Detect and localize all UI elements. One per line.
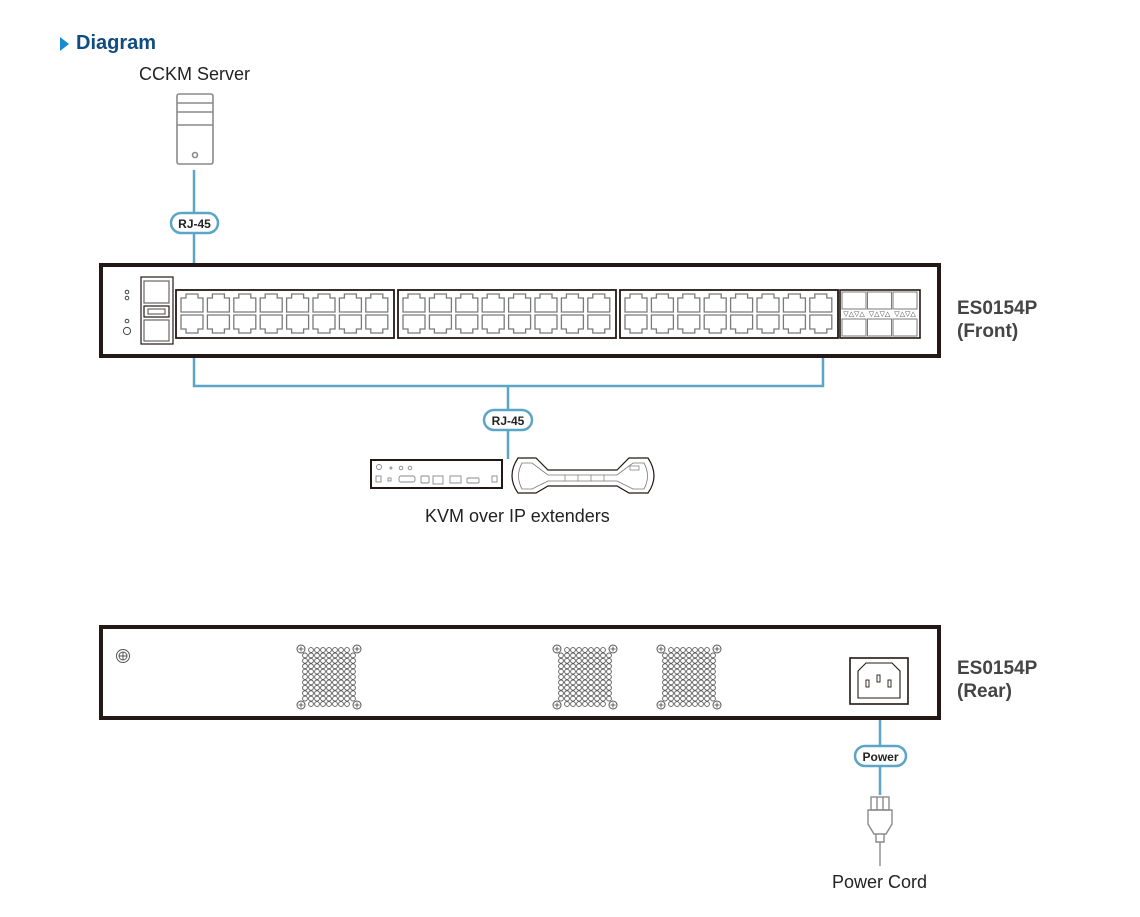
management-ports <box>140 276 174 345</box>
power-plug-icon <box>867 796 893 866</box>
rj45-port <box>560 314 585 334</box>
rj45-port-group <box>619 289 839 339</box>
sfp-port <box>867 318 892 337</box>
rj45-port <box>756 314 780 334</box>
ac-power-inlet <box>849 657 909 705</box>
kvm-extender-receiver <box>370 459 503 489</box>
power-cord-label: Power Cord <box>832 872 928 892</box>
rj45-port <box>729 293 754 313</box>
rear-panel <box>99 625 941 720</box>
rj45-port <box>428 293 453 313</box>
rj45-port <box>180 314 204 334</box>
rj45-port <box>809 314 833 334</box>
fan-vent <box>296 644 362 710</box>
rj45-port <box>703 314 727 334</box>
rj45-port <box>206 314 231 334</box>
rj45-port <box>365 293 389 313</box>
front-panel-label: ES0154P (Front) <box>957 297 1037 343</box>
connector-badge-extender: RJ-45 <box>482 408 534 432</box>
rj45-port <box>782 293 807 313</box>
rj45-port <box>587 293 611 313</box>
fan-vent <box>656 644 722 710</box>
rj45-port <box>180 293 204 313</box>
rj45-port <box>365 314 389 334</box>
rj45-port <box>650 314 675 334</box>
heading-title: Diagram <box>76 32 157 54</box>
sfp-led-marks: ▽△▽△ <box>894 311 916 318</box>
server-label: CCKM Server <box>139 64 251 84</box>
rear-panel-label: ES0154P (Rear) <box>957 657 1037 703</box>
rj45-port <box>338 293 363 313</box>
diagram-heading: Diagram <box>60 32 156 55</box>
rj45-port <box>809 293 833 313</box>
rj45-port <box>259 314 283 334</box>
rj45-port <box>534 293 558 313</box>
rj45-port <box>560 293 585 313</box>
sfp-port <box>892 291 918 310</box>
rj45-port <box>507 314 532 334</box>
rj45-port <box>729 314 754 334</box>
rj45-port <box>402 314 426 334</box>
triangle-right-icon <box>60 36 69 51</box>
rj45-port <box>233 293 257 313</box>
connector-badge-power: Power <box>853 744 908 768</box>
rj45-port <box>312 293 336 313</box>
rj45-port <box>285 314 310 334</box>
rj45-port <box>206 293 231 313</box>
rj45-port <box>481 293 505 313</box>
rj45-port <box>587 314 611 334</box>
front-side: (Front) <box>957 321 1019 342</box>
rj45-port <box>312 314 336 334</box>
fan-vent <box>552 644 618 710</box>
server-tower-icon <box>176 93 214 165</box>
kvm-extender-transmitter <box>511 457 655 494</box>
sfp-port <box>892 318 918 337</box>
rj45-port-group <box>175 289 395 339</box>
rj45-port <box>624 293 648 313</box>
rj45-port <box>338 314 363 334</box>
rj45-port <box>756 293 780 313</box>
rj45-port <box>233 314 257 334</box>
rj45-port <box>259 293 283 313</box>
rj45-port <box>455 293 479 313</box>
rear-model: ES0154P <box>957 658 1038 679</box>
server-link-label: RJ-45 <box>178 217 211 231</box>
extender-link-label: RJ-45 <box>492 414 525 428</box>
sfp-port <box>841 318 867 337</box>
status-led-icons <box>122 289 132 336</box>
rj45-port <box>677 314 701 334</box>
rj45-port <box>402 293 426 313</box>
rj45-port <box>650 293 675 313</box>
rj45-port <box>455 314 479 334</box>
rear-side: (Rear) <box>957 681 1012 702</box>
front-model: ES0154P <box>957 298 1038 319</box>
front-panel: ▽△▽△▽△▽△▽△▽△ <box>99 263 941 358</box>
rj45-port <box>703 293 727 313</box>
sfp-led-marks: ▽△▽△ <box>843 311 865 318</box>
rj45-port <box>481 314 505 334</box>
sfp-port <box>867 291 892 310</box>
rj45-port <box>782 314 807 334</box>
sfp-led-marks: ▽△▽△ <box>869 311 891 318</box>
rj45-port <box>624 314 648 334</box>
ground-screw-icon <box>116 649 130 663</box>
rj45-port <box>534 314 558 334</box>
rj45-port <box>428 314 453 334</box>
rj45-port-group <box>397 289 617 339</box>
extenders-label: KVM over IP extenders <box>425 506 610 526</box>
rj45-port <box>507 293 532 313</box>
connector-badge-server: RJ-45 <box>169 211 220 235</box>
rj45-port <box>285 293 310 313</box>
rj45-port <box>677 293 701 313</box>
power-link-label: Power <box>862 750 898 764</box>
sfp-port <box>841 291 867 310</box>
